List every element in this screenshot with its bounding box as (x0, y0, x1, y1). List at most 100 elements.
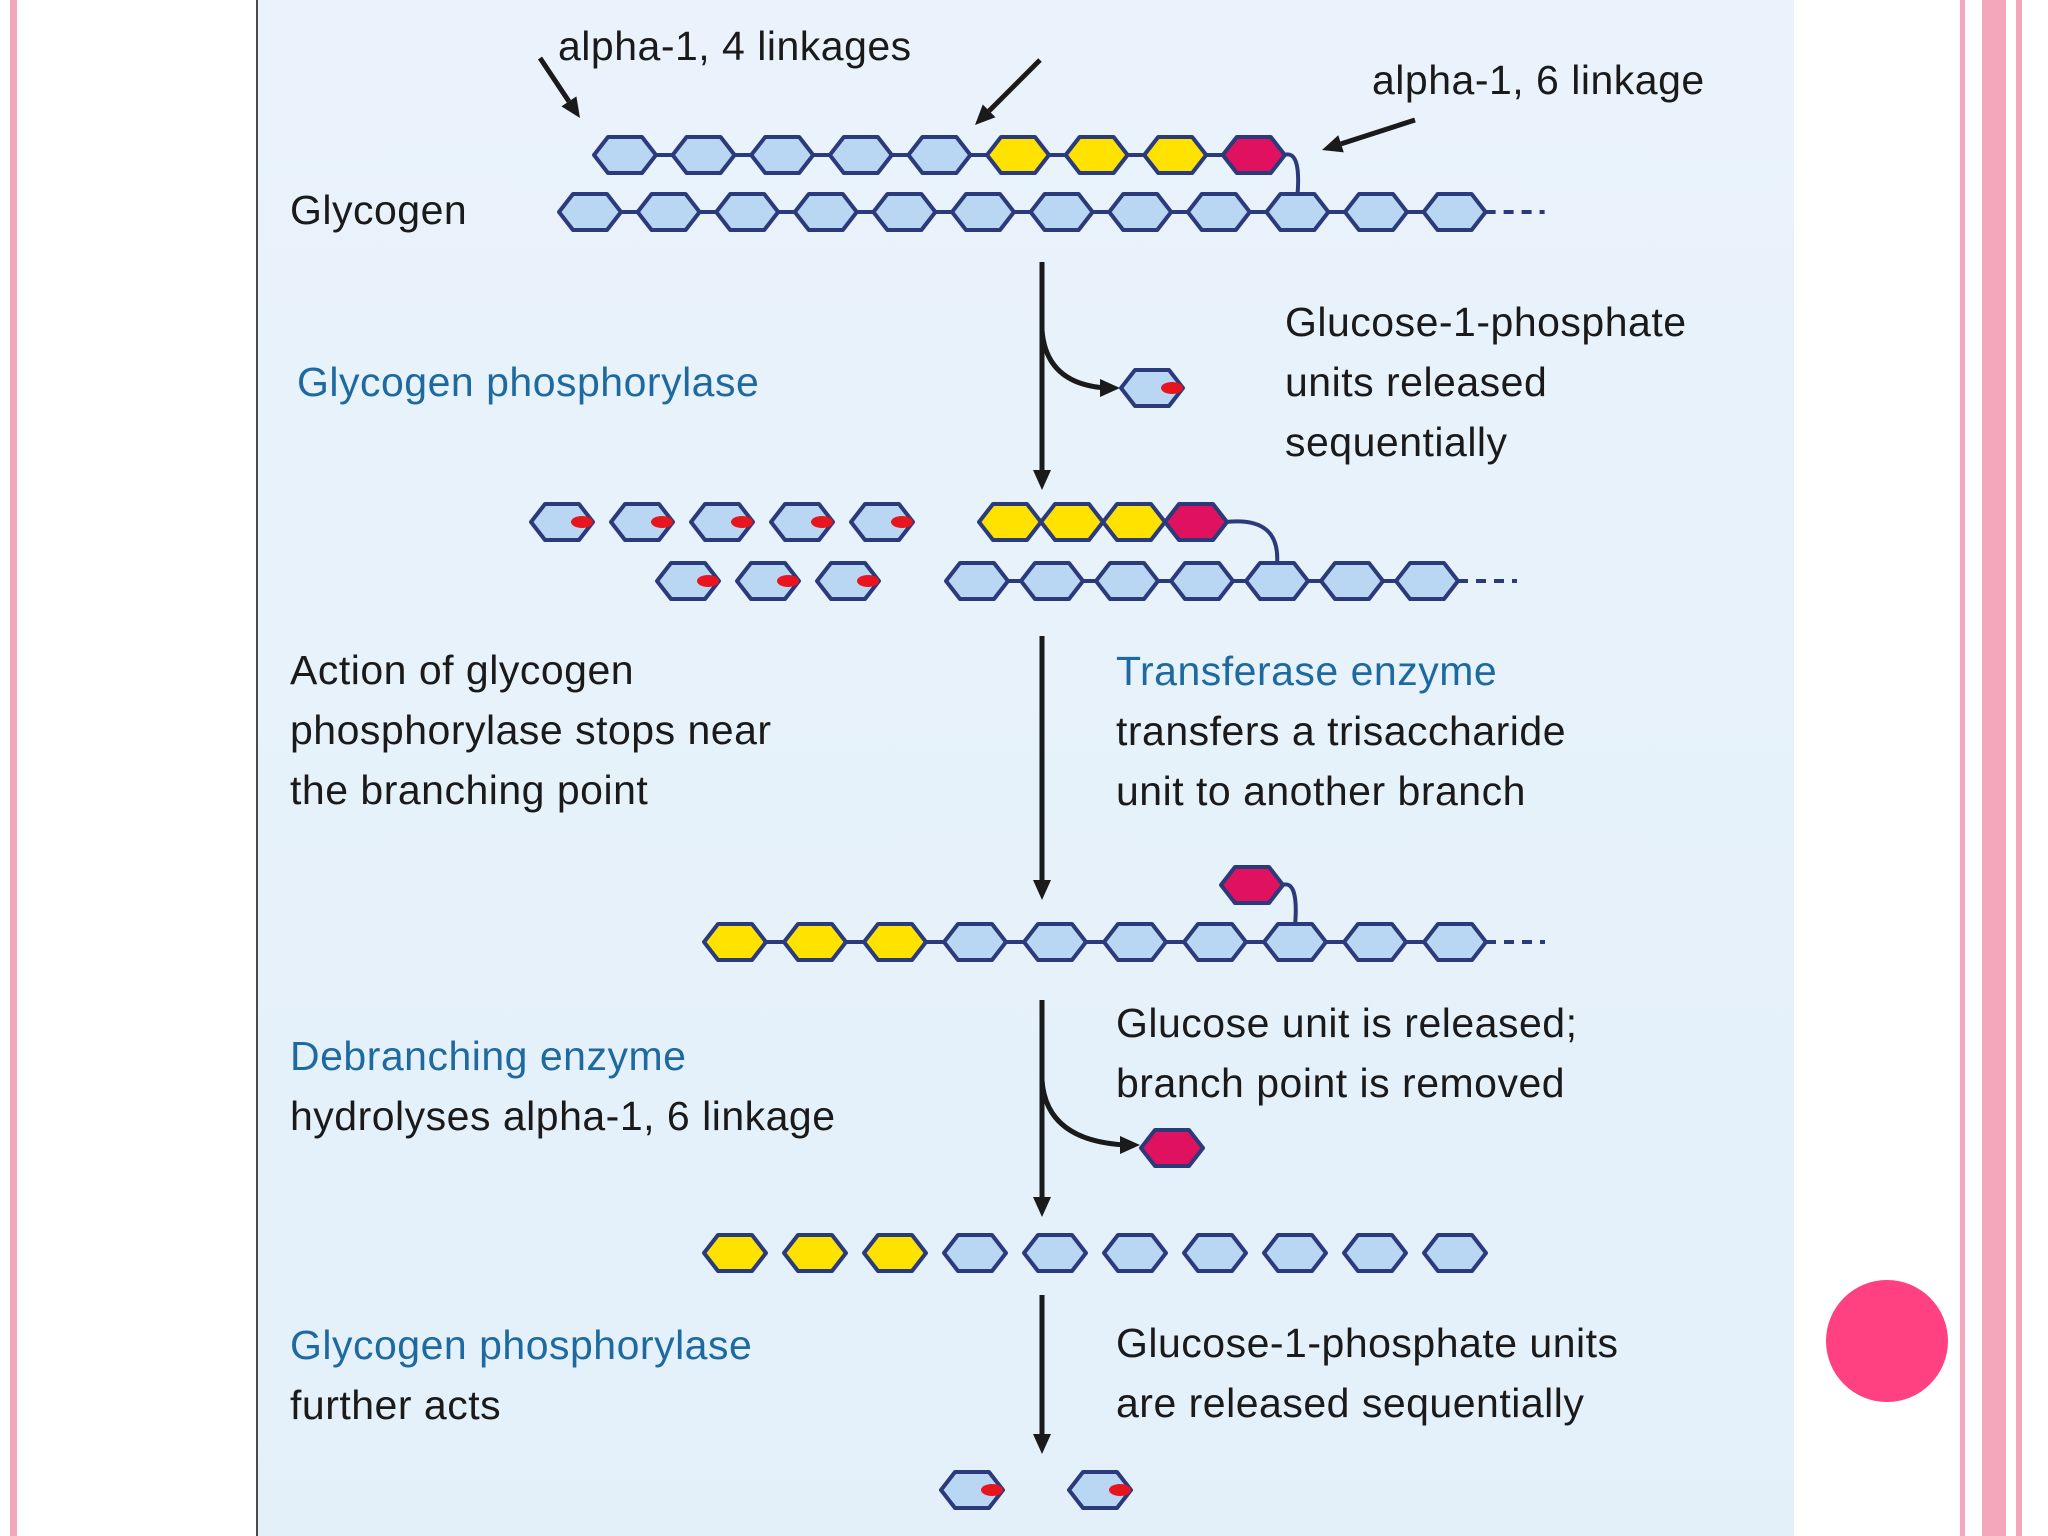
step1-arrow-head (1033, 470, 1051, 490)
slide-border-right-edge (2016, 0, 2022, 1536)
free-g1p-phosphate (651, 516, 673, 528)
glycogen-branch-chain-unit (985, 135, 1051, 175)
linear-chain-unit (942, 1233, 1008, 1273)
step3-desc-text: hydrolyses alpha-1, 6 linkage (290, 1093, 836, 1139)
glycogen-main-chain-unit (950, 192, 1016, 232)
alpha-1-6-pointer (1340, 117, 1416, 147)
alpha-1-6-bond (1283, 152, 1301, 197)
step1-result-text: Glucose-1-phosphate units released seque… (1285, 299, 1687, 465)
slide-border-left (10, 0, 17, 1536)
glycogen-branch-chain-unit (906, 135, 973, 175)
linear-chain-unit (1102, 1233, 1168, 1273)
glycogen-main-chain-unit (871, 192, 938, 232)
glycogen-branch-chain-unit (827, 135, 894, 175)
linear-chain-unit (862, 1233, 928, 1273)
extended-chain-unit (1182, 922, 1248, 962)
extended-chain-unit (702, 922, 768, 962)
free-g1p-phosphate (857, 575, 879, 587)
glycogen-main-chain-unit (1264, 192, 1331, 232)
alpha-1-4-pointer-left (537, 56, 571, 103)
glycogen-main-chain-unit (714, 192, 781, 232)
alpha-1-4-pointer-right-head (975, 104, 996, 125)
remaining-main-chain-unit (1169, 561, 1235, 601)
remaining-main-chain-unit (1244, 561, 1310, 601)
released-glucose-unit (1139, 1128, 1205, 1168)
stub-alpha-1-6-bond (1225, 519, 1280, 566)
step3-release-arrow (1039, 1079, 1127, 1148)
step2-arrow-head (1033, 880, 1051, 900)
linear-chain-unit (1262, 1233, 1328, 1273)
linear-chain-unit (782, 1233, 848, 1273)
linear-chain-unit (1022, 1233, 1088, 1273)
glycogen-main-chain-unit (557, 192, 623, 232)
step4-arrow-head (1033, 1434, 1051, 1454)
linear-chain-unit (1422, 1233, 1488, 1273)
alpha-1-4-pointer-right (987, 58, 1042, 113)
linear-chain-unit (1182, 1233, 1248, 1273)
step4-result-text: Glucose-1-phosphate units are released s… (1116, 1320, 1619, 1426)
step3-arrow-head (1033, 1197, 1051, 1217)
linear-chain-unit (1342, 1233, 1408, 1273)
slide-border-right-inner (1960, 0, 1965, 1536)
glycogen-branch-chain-unit (749, 135, 816, 175)
alpha-1-4-label: alpha-1, 4 linkages (558, 23, 912, 69)
step3-enzyme-label: Debranching enzyme (290, 1033, 687, 1079)
accent-circle (1826, 1280, 1948, 1402)
remaining-main-chain-unit (1094, 561, 1160, 601)
glycogen-main-chain-unit (792, 192, 859, 232)
glycogen-branch-chain-unit (1063, 135, 1130, 175)
final-g1p-phosphate (981, 1484, 1003, 1496)
extended-chain-unit (1102, 922, 1168, 962)
extended-chain-unit (942, 922, 1008, 962)
branch-point-unit (1219, 865, 1285, 905)
step1-release-arrow-head (1100, 379, 1120, 397)
step2-desc-text: transfers a trisaccharide unit to anothe… (1116, 708, 1567, 814)
extended-chain-unit (1022, 922, 1088, 962)
linear-chain-unit (702, 1233, 768, 1273)
alpha-1-6-label: alpha-1, 6 linkage (1372, 57, 1705, 103)
glycogen-main-chain-unit (1421, 192, 1488, 232)
slide-border-right-outer (1982, 0, 2006, 1536)
free-g1p-phosphate (891, 516, 913, 528)
free-g1p-phosphate (571, 516, 593, 528)
glycogen-main-chain-unit (1107, 192, 1174, 232)
glycogen-branch-chain-unit (670, 135, 737, 175)
glycogen-main-chain-unit (635, 192, 702, 232)
alpha-1-6-pointer-head (1322, 135, 1344, 153)
remaining-main-chain-unit (1319, 561, 1385, 601)
extended-chain-unit (862, 922, 928, 962)
step4-enzyme-label: Glycogen phosphorylase (290, 1322, 753, 1368)
free-g1p-phosphate (811, 516, 833, 528)
remaining-main-chain-unit (944, 561, 1010, 601)
glycogen-label: Glycogen (290, 187, 468, 233)
extended-chain-unit (782, 922, 848, 962)
step2-enzyme-label: Transferase enzyme (1116, 648, 1498, 694)
glycogen-branch-chain-unit (592, 135, 658, 175)
step1-enzyme-label: Glycogen phosphorylase (297, 359, 760, 405)
free-g1p-phosphate (731, 516, 753, 528)
stub-branch-chain-unit (1101, 502, 1167, 542)
glycogen-main-chain-unit (1028, 192, 1095, 232)
free-g1p-phosphate (777, 575, 799, 587)
free-g1p-phosphate (697, 575, 719, 587)
branch-point-bond (1281, 882, 1298, 927)
step2-left-text: Action of glycogen phosphorylase stops n… (290, 647, 772, 813)
step3-result-text: Glucose unit is released; branch point i… (1116, 1000, 1578, 1106)
glycogen-main-chain-unit (1185, 192, 1252, 232)
remaining-main-chain-unit (1019, 561, 1085, 601)
extended-chain-unit (1262, 922, 1328, 962)
released-g1p-phosphate (1161, 382, 1183, 394)
extended-chain-unit (1422, 922, 1488, 962)
step3-release-arrow-head (1120, 1136, 1140, 1154)
step4-desc-text: further acts (290, 1382, 502, 1428)
alpha-1-4-pointer-left-head (561, 96, 580, 118)
stub-branch-chain-unit (1039, 502, 1105, 542)
diagram-panel (256, 0, 1794, 1536)
glycogen-branch-chain-unit (1142, 135, 1209, 175)
step1-release-arrow (1039, 329, 1107, 391)
stub-branch-chain-unit (977, 502, 1043, 542)
stub-branch-chain-unit (1163, 502, 1229, 542)
glycogen-main-chain-unit (1343, 192, 1409, 232)
remaining-main-chain-unit (1394, 561, 1460, 601)
